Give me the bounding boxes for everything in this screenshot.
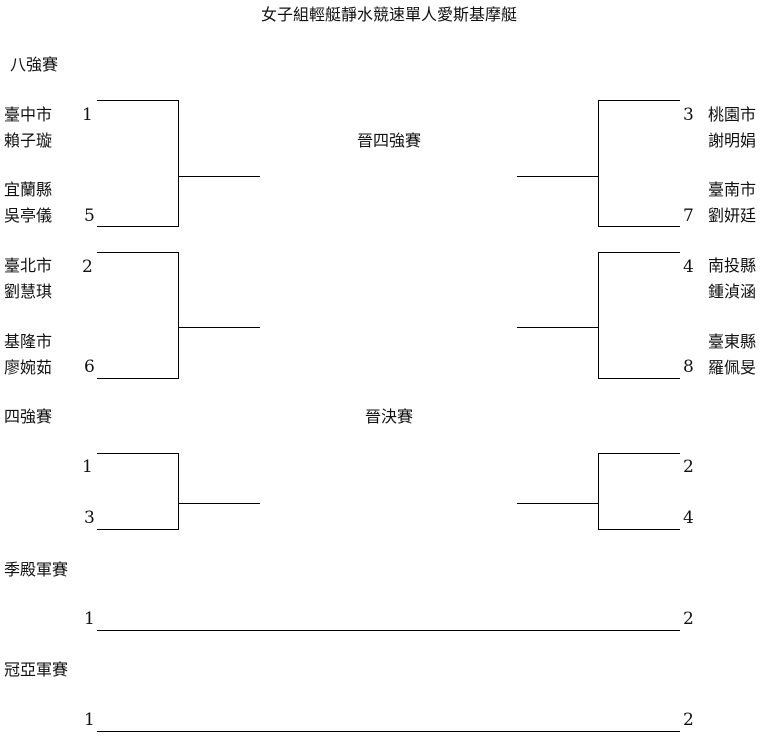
- seed-number: 2: [683, 710, 694, 730]
- bracket-line: [178, 176, 260, 177]
- team-name: 桃園市: [708, 105, 757, 124]
- seed-number: 7: [683, 206, 694, 226]
- bracket-line: [598, 529, 680, 530]
- qf-left-entry-3: 臺北市 劉慧琪: [4, 256, 52, 302]
- player-name: 劉慧琪: [4, 282, 53, 301]
- player-name: 劉妍廷: [708, 206, 757, 225]
- bracket-line: [178, 503, 260, 504]
- bracket-line: [598, 226, 680, 227]
- seed-number: 1: [84, 710, 95, 730]
- player-name: 賴子璇: [4, 131, 53, 150]
- bracket-line: [97, 100, 179, 101]
- team-name: 基隆市: [4, 332, 53, 351]
- seed-number: 4: [683, 508, 694, 528]
- bracket-line: [178, 327, 260, 328]
- page-title: 女子組輕艇靜水競速單人愛斯基摩艇: [260, 5, 518, 24]
- bracket-line: [598, 100, 599, 227]
- team-name: 宜蘭縣: [4, 180, 53, 199]
- bracket-line: [97, 378, 179, 379]
- team-name: 臺南市: [708, 180, 757, 199]
- seed-number: 2: [683, 457, 694, 477]
- bracket-line: [178, 100, 179, 227]
- seed-number: 6: [84, 357, 95, 377]
- seed-number: 3: [683, 105, 694, 125]
- seed-number: 4: [683, 257, 694, 277]
- seed-number: 2: [82, 257, 93, 277]
- team-name: 臺中市: [4, 105, 53, 124]
- qf-right-entry-4: 臺東縣 羅佩旻: [708, 332, 756, 378]
- qf-right-entry-2: 臺南市 劉妍廷: [708, 180, 756, 226]
- bracket-line: [178, 252, 179, 379]
- qf-left-entry-4: 基隆市 廖婉茹: [4, 332, 52, 378]
- match-line: [97, 630, 680, 631]
- bracket-line: [598, 252, 680, 253]
- round-label-advance-final: 晉決賽: [364, 407, 414, 426]
- seed-number: 1: [84, 609, 95, 629]
- team-name: 臺北市: [4, 256, 53, 275]
- seed-number: 1: [82, 457, 93, 477]
- team-name: 南投縣: [708, 256, 757, 275]
- qf-right-entry-1: 桃園市 謝明娟: [708, 105, 756, 151]
- round-label-third-place: 季殿軍賽: [4, 560, 69, 579]
- bracket-line: [97, 226, 179, 227]
- round-label-final: 冠亞軍賽: [4, 660, 69, 679]
- player-name: 廖婉茹: [4, 358, 53, 377]
- player-name: 鍾湞涵: [708, 282, 757, 301]
- round-label-quarterfinal: 八強賽: [10, 55, 59, 74]
- bracket-line: [598, 378, 680, 379]
- bracket-line: [598, 252, 599, 379]
- player-name: 羅佩旻: [708, 358, 757, 377]
- seed-number: 5: [84, 206, 95, 226]
- player-name: 謝明娟: [708, 131, 757, 150]
- bracket-line: [598, 453, 680, 454]
- player-name: 吳亭儀: [4, 206, 53, 225]
- bracket-line: [598, 100, 680, 101]
- bracket-line: [517, 327, 599, 328]
- qf-right-entry-3: 南投縣 鍾湞涵: [708, 256, 756, 302]
- team-name: 臺東縣: [708, 332, 757, 351]
- seed-number: 1: [82, 105, 93, 125]
- bracket-line: [97, 252, 179, 253]
- round-label-advance-semifinal: 晉四強賽: [356, 131, 422, 150]
- bracket-line: [97, 529, 179, 530]
- seed-number: 3: [84, 508, 95, 528]
- qf-left-entry-2: 宜蘭縣 吳亭儀: [4, 180, 52, 226]
- qf-left-entry-1: 臺中市 賴子璇: [4, 105, 52, 151]
- bracket-line: [517, 176, 599, 177]
- seed-number: 8: [683, 357, 694, 377]
- bracket-line: [517, 503, 599, 504]
- round-label-semifinal: 四強賽: [4, 407, 53, 426]
- bracket-line: [178, 453, 179, 530]
- match-line: [97, 731, 680, 732]
- bracket-line: [598, 453, 599, 530]
- bracket-line: [97, 453, 179, 454]
- seed-number: 2: [683, 609, 694, 629]
